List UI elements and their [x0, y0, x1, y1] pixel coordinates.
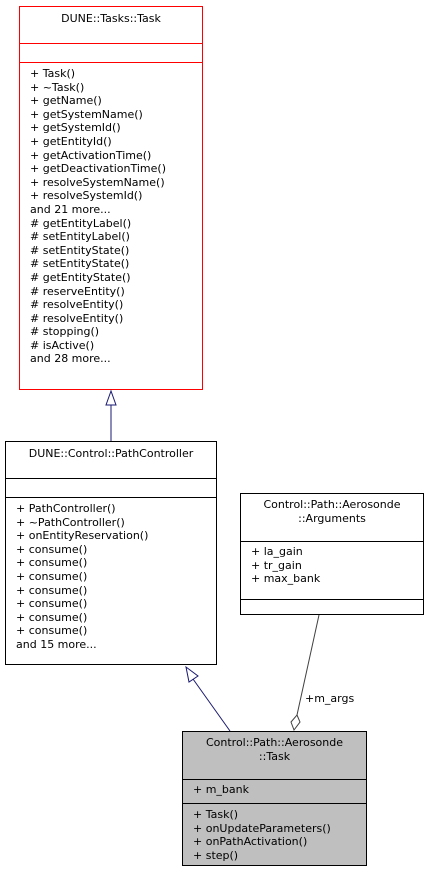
class-attributes-section	[6, 478, 216, 497]
class-title: DUNE::Control::PathController	[6, 442, 216, 478]
inheritance-edge-aerosonde-pathcontroller	[192, 678, 231, 732]
operation-item: # setEntityState()	[30, 257, 130, 271]
operation-item: + Task()	[193, 808, 239, 821]
operation-item: + getDeactivationTime()	[30, 162, 166, 176]
operation-item: # stopping()	[30, 325, 100, 339]
class-box-dune-control-path-controller[interactable]: DUNE::Control::PathController + PathCont…	[5, 441, 217, 665]
class-title-line: ::Arguments	[298, 512, 366, 525]
class-box-aerosonde-task[interactable]: Control::Path::Aerosonde ::Task + m_bank…	[182, 731, 367, 866]
operation-more-link[interactable]: and 28 more...	[30, 352, 111, 366]
operation-more-link[interactable]: and 15 more...	[16, 637, 97, 651]
operation-item: + consume()	[16, 569, 88, 583]
class-attributes-section: + la_gain + tr_gain + max_bank	[241, 541, 423, 599]
operation-item: + resolveSystemName()	[30, 175, 165, 189]
operation-item: + resolveSystemId()	[30, 189, 143, 203]
operation-item: + onUpdateParameters()	[193, 821, 331, 835]
class-title: Control::Path::Aerosonde ::Task	[183, 732, 366, 779]
class-title-line: Control::Path::Aerosonde	[205, 736, 344, 749]
operation-item: + getActivationTime()	[30, 148, 152, 162]
class-operations-section	[241, 599, 423, 623]
relation-label-m-args: +m_args	[305, 692, 354, 705]
class-title-line: DUNE::Tasks::Task	[61, 12, 161, 25]
operation-item: # reserveEntity()	[30, 284, 125, 298]
operation-more-link[interactable]: and 21 more...	[30, 202, 111, 216]
attribute-item: + la_gain	[251, 545, 303, 558]
class-title: DUNE::Tasks::Task	[20, 7, 202, 43]
attribute-item: + tr_gain	[251, 558, 302, 572]
operation-item: + getSystemId()	[30, 121, 121, 135]
attribute-item: + max_bank	[251, 572, 321, 586]
class-title-line: ::Task	[258, 750, 291, 763]
operation-item: + ~PathController()	[16, 515, 125, 529]
attribute-item: + m_bank	[193, 783, 249, 796]
operation-item: + ~Task()	[30, 80, 85, 94]
operation-item: + consume()	[16, 597, 88, 611]
operation-item: # getEntityLabel()	[30, 216, 132, 230]
composition-edge-m-args	[296, 614, 320, 716]
composition-diamond	[290, 714, 301, 732]
operation-item: # resolveEntity()	[30, 311, 124, 325]
class-title: Control::Path::Aerosonde ::Arguments	[241, 494, 423, 541]
class-title-line: Control::Path::Aerosonde	[263, 498, 401, 511]
class-attributes-section: + m_bank	[183, 779, 366, 803]
operation-item: + getEntityId()	[30, 134, 112, 148]
operation-item: + consume()	[16, 556, 88, 570]
class-operations-section: + PathController() + ~PathController() +…	[6, 497, 216, 654]
operation-item: # setEntityState()	[30, 243, 130, 257]
operation-item: + step()	[193, 848, 239, 862]
operation-item: # getEntityState()	[30, 270, 131, 284]
operation-item: + consume()	[16, 624, 88, 638]
operation-item: + consume()	[16, 583, 88, 597]
operation-item: + onEntityReservation()	[16, 529, 149, 543]
operation-item: # isActive()	[30, 338, 95, 352]
class-title-line: DUNE::Control::PathController	[28, 447, 194, 460]
class-operations-section: + Task() + ~Task() + getName() + getSyst…	[20, 62, 202, 368]
operation-item: + onPathActivation()	[193, 835, 308, 849]
inheritance-arrowhead	[105, 389, 117, 406]
operation-item: # setEntityLabel()	[30, 230, 130, 244]
inheritance-arrowhead	[185, 665, 199, 683]
operation-item: + Task()	[30, 67, 76, 80]
operation-item: + getName()	[30, 94, 102, 108]
operation-item: + PathController()	[16, 502, 116, 515]
class-box-aerosonde-arguments[interactable]: Control::Path::Aerosonde ::Arguments + l…	[240, 493, 424, 615]
operation-item: + consume()	[16, 542, 88, 556]
class-box-dune-tasks-task[interactable]: DUNE::Tasks::Task + Task() + ~Task() + g…	[19, 6, 203, 390]
class-attributes-section	[20, 43, 202, 62]
operation-item: + getSystemName()	[30, 107, 143, 121]
operation-item: + consume()	[16, 610, 88, 624]
class-operations-section: + Task() + onUpdateParameters() + onPath…	[183, 803, 366, 864]
operation-item: # resolveEntity()	[30, 298, 124, 312]
